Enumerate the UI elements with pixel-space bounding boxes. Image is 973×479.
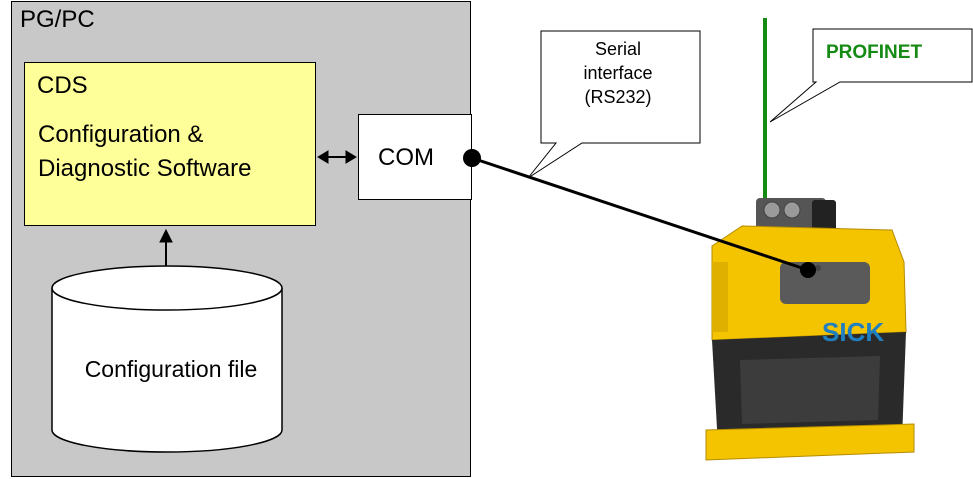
profinet-callout: [769, 28, 973, 123]
serial-callout-text: Serial interface (RS232): [548, 37, 688, 109]
com-label: COM: [378, 144, 434, 171]
serial-line-1: Serial: [594, 39, 642, 59]
serial-line-2: interface: [583, 63, 653, 83]
cds-com-arrow: [317, 150, 357, 164]
com-box: [358, 114, 472, 200]
cds-title: CDS: [37, 72, 88, 99]
profinet-label: PROFINET: [826, 42, 923, 63]
pgpc-label: PG/PC: [20, 6, 95, 33]
serial-cable: [463, 149, 816, 278]
serial-callout: [527, 30, 701, 179]
config-file-cylinder: [51, 265, 283, 453]
cds-description: Configuration & Diagnostic Software: [38, 121, 252, 182]
config-file-label: Configuration file: [84, 356, 258, 382]
sick-scanner-device: [705, 198, 915, 461]
sick-logo: SICK: [822, 317, 885, 347]
cds-box: [24, 62, 316, 226]
serial-line-3: (RS232): [584, 87, 652, 107]
